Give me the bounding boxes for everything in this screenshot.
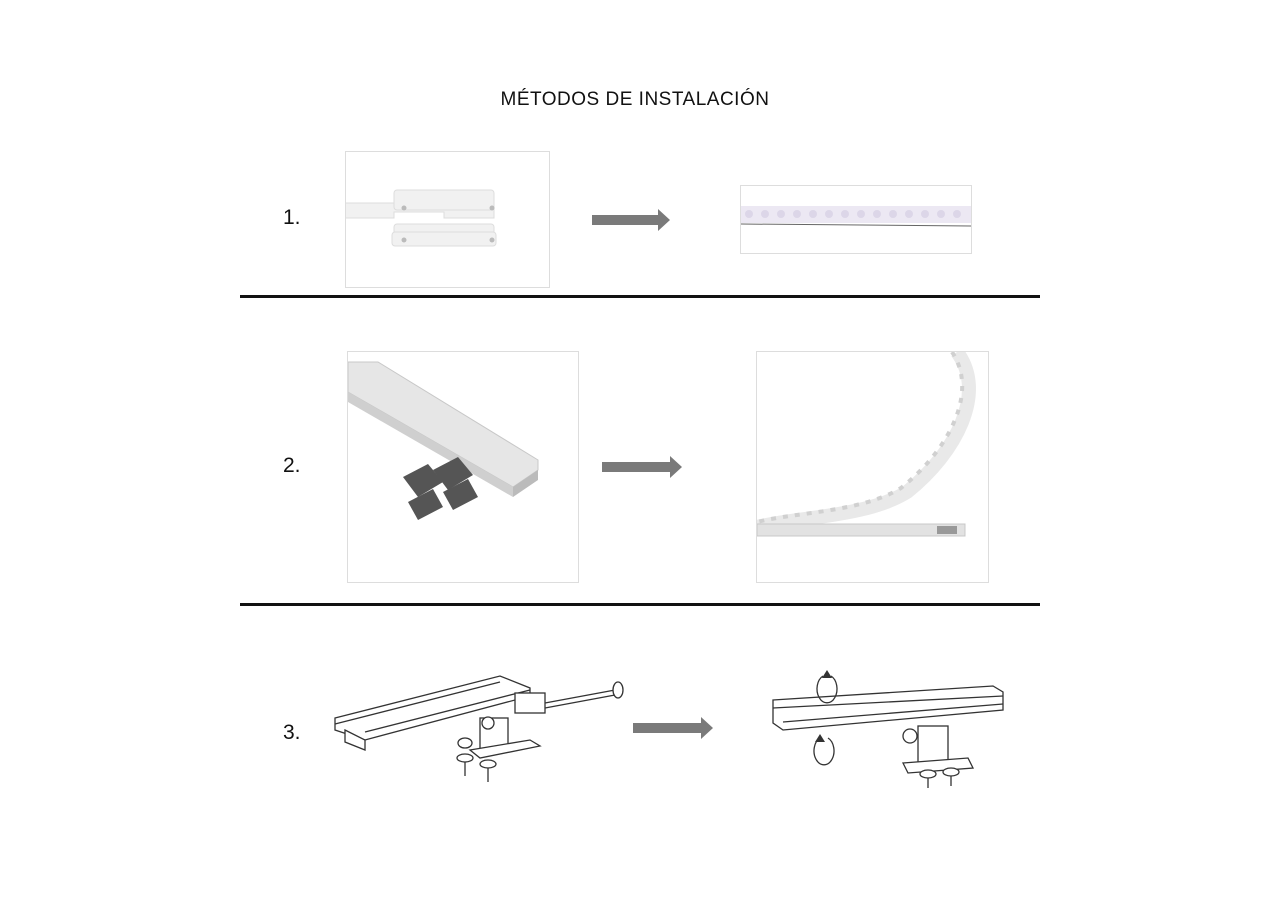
- section-divider: [240, 295, 1040, 298]
- rotate-arrow-icon: [822, 670, 832, 678]
- led-strip-illustration: [741, 206, 971, 227]
- mounting-clips-image: [345, 151, 550, 288]
- step-number: 2.: [283, 454, 301, 477]
- profile-rotated-assembly-diagram: [772, 670, 1004, 788]
- aluminum-profile-illustration: [348, 361, 539, 520]
- arrow-right-icon: [602, 456, 682, 478]
- page-title: MÉTODOS DE INSTALACIÓN: [500, 89, 770, 110]
- led-strip-in-profile-image: [756, 351, 989, 583]
- aluminum-profile-image: [347, 351, 579, 583]
- mounting-clips-illustration: [346, 189, 497, 247]
- step-number: 3.: [283, 721, 301, 744]
- section-divider: [240, 603, 1040, 606]
- led-strip-profile-illustration: [757, 352, 976, 537]
- led-strip-clipped-image: [740, 185, 972, 254]
- step-number: 1.: [283, 206, 301, 229]
- profile-mounting-bracket-diagram: [334, 675, 624, 782]
- arrow-right-icon: [592, 209, 670, 231]
- arrow-right-icon: [633, 717, 713, 739]
